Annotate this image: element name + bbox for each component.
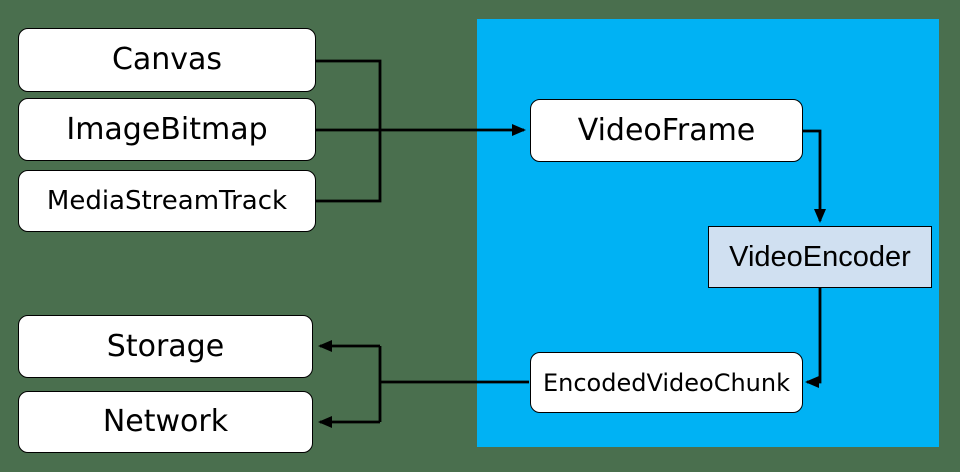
node-canvas: Canvas [18,28,316,92]
node-imagebitmap-label: ImageBitmap [66,111,268,147]
node-videoencoder-label: VideoEncoder [729,240,911,273]
node-network: Network [18,391,313,453]
wire-sources-junction [314,59,382,203]
node-videoframe-label: VideoFrame [577,112,756,148]
node-canvas-label: Canvas [111,42,223,77]
node-network-label: Network [102,404,229,439]
node-storage: Storage [18,315,313,378]
node-encodedvideochunk: EncodedVideoChunk [530,352,803,413]
node-videoencoder: VideoEncoder [708,226,932,288]
node-storage-label: Storage [106,328,225,364]
node-videoframe: VideoFrame [530,99,803,162]
node-imagebitmap: ImageBitmap [18,98,316,161]
node-encodedvideochunk-label: EncodedVideoChunk [542,368,791,397]
node-mediastreamtrack-label: MediaStreamTrack [46,186,288,216]
node-mediastreamtrack: MediaStreamTrack [18,170,316,232]
